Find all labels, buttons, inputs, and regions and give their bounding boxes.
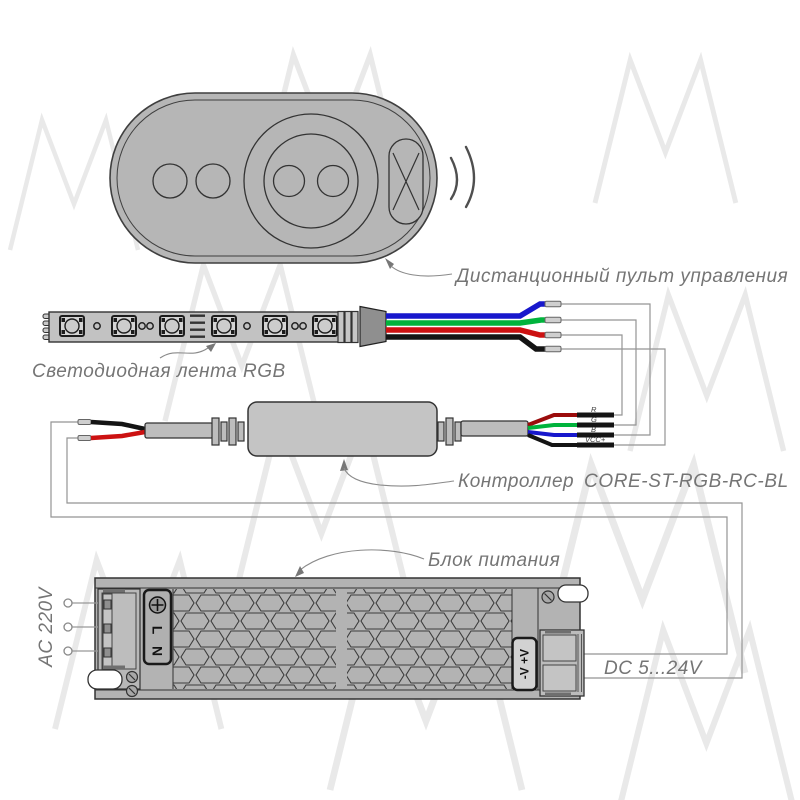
wire-black (386, 334, 545, 352)
dc-output-label: DC 5...24V (604, 658, 704, 679)
controller-model-text: CORE-ST-RGB-RC-BL (584, 471, 789, 492)
controller: R G B VCC+ (77, 401, 614, 457)
remote-power-button (388, 138, 424, 225)
controller-label: Контроллер CORE-ST-RGB-RC-BL (340, 459, 789, 492)
psu-bracket-right (557, 584, 589, 603)
terminal-label-l: L (150, 626, 166, 635)
ground-screw-icon (148, 596, 167, 614)
out-wire-blue (527, 430, 577, 437)
out-wire-black (527, 433, 577, 447)
strain-relief-left (211, 417, 245, 446)
wire-ferrules (544, 300, 562, 353)
psu-label: Блок питания (295, 549, 560, 577)
terminal-label-output: -V +V (518, 649, 532, 679)
remote-left-buttons (152, 163, 231, 199)
honeycomb-vent (172, 589, 513, 689)
psu-input-housing (97, 588, 141, 690)
wire-blue (386, 301, 545, 319)
input-wire-black (90, 419, 146, 432)
controller-name-text: Контроллер (458, 471, 574, 492)
remote-control (109, 92, 476, 264)
strip-solder-tabs (42, 313, 51, 340)
strip-end-connector (337, 305, 387, 348)
controller-input-ferrules (77, 419, 92, 441)
power-supply: L N -V +V (36, 577, 704, 700)
strip-resistors (93, 322, 307, 330)
signal-waves-icon (449, 145, 476, 209)
wire-red (386, 327, 545, 338)
ac-terminals (63, 598, 98, 656)
strip-label: Светодиодная лента RGB (32, 343, 286, 382)
controller-body (247, 401, 438, 457)
psu-output-label-plate: -V +V (511, 636, 538, 692)
controller-to-psu-wiring (50, 421, 743, 679)
psu-label-text: Блок питания (428, 550, 560, 571)
remote-label-text: Дистанционный пульт управления (454, 266, 788, 287)
terminal-label-n: N (150, 646, 166, 656)
rgb-wires (386, 301, 545, 352)
led-strip (42, 300, 562, 353)
strain-relief-right (437, 417, 462, 446)
remote-label: Дистанционный пульт управления (385, 258, 788, 287)
psu-input-label-plate: L N (142, 588, 173, 666)
strip-to-controller-wiring (561, 303, 666, 446)
out-wire-red (527, 413, 577, 427)
led-chips (59, 315, 338, 337)
wire-green (386, 317, 545, 326)
strip-cut-pads (190, 314, 205, 338)
remote-center-dial (243, 113, 379, 249)
dc-terminal-block (539, 629, 585, 697)
pin-label-vcc: VCC+ (585, 435, 606, 444)
psu-output-section (537, 584, 589, 697)
ac-input-label: AC 220V (36, 585, 57, 667)
controller-output-wires (527, 413, 577, 447)
psu-bracket-left (87, 669, 139, 698)
pin-label-g: G (591, 415, 597, 424)
pin-label-r: R (591, 405, 597, 414)
input-wire-red (90, 429, 146, 441)
strip-label-text: Светодиодная лента RGB (32, 361, 286, 382)
pin-label-b: B (591, 425, 596, 434)
out-wire-green (527, 423, 577, 430)
output-wire-tips (577, 412, 614, 448)
